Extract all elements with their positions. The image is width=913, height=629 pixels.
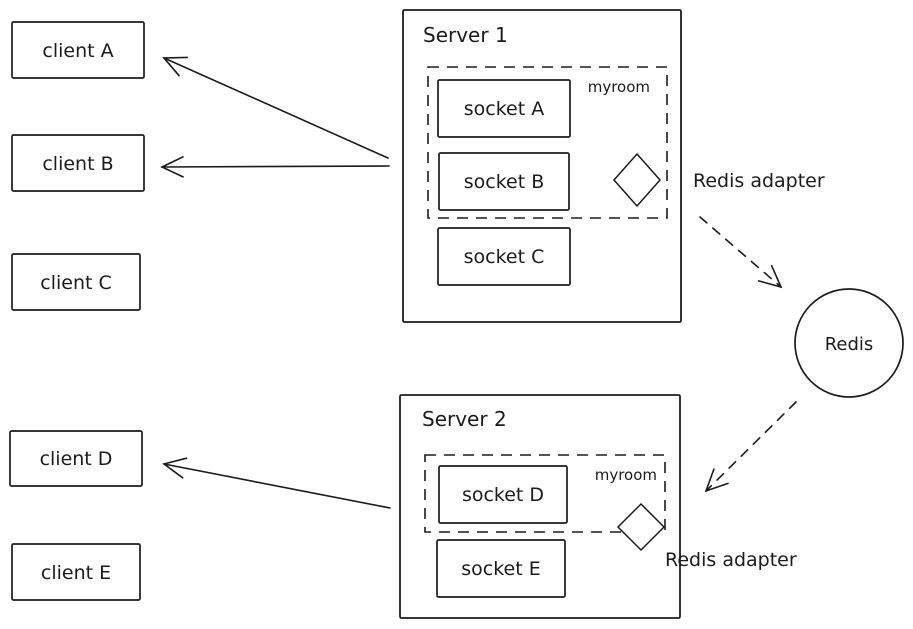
arrow-server2-to-client-d [162,457,391,509]
server-1: Server 1 myroom socket A socket B socket… [402,9,682,323]
client-b: client B [11,134,145,192]
client-b-label: client B [42,153,113,175]
redis-label: Redis [825,334,874,355]
dashed-arrow-server1-adapter-to-redis [699,216,783,289]
server-2: Server 2 myroom socket D socket E [399,394,681,619]
redis-circle [794,288,904,398]
server-2-adapter-diamond-icon [616,502,666,552]
client-d: client D [9,430,143,487]
server-2-title: Server 2 [422,407,507,431]
server-2-myroom-label: myroom [595,466,657,484]
client-a: client A [11,21,145,79]
socket-d-label: socket D [462,484,544,506]
server-1-adapter-diamond-icon [612,152,662,208]
redis: Redis [794,288,904,398]
socket-e-label: socket E [461,558,540,580]
socket-e-box [436,539,566,598]
dashed-arrow-redis-to-server2-adapter [704,401,797,493]
socket-a-box [437,79,571,138]
arrow-server1-to-client-b [160,156,390,178]
client-d-box [9,430,143,487]
client-c-box [11,253,141,311]
socket-c-box [437,227,571,286]
socket-d-box [438,465,568,524]
client-c: client C [11,253,141,311]
server-2-myroom-box [424,454,666,533]
server-1-myroom-box [427,66,668,219]
client-c-label: client C [40,272,112,294]
server-1-title: Server 1 [423,23,508,47]
client-a-box [11,21,145,79]
server-1-adapter-label: Redis adapter [693,170,825,192]
client-d-label: client D [40,448,113,470]
socket-a-label: socket A [464,98,544,120]
socket-b-box [438,152,570,211]
client-b-box [11,134,145,192]
client-e: client E [11,543,141,601]
server-2-adapter-label: Redis adapter [665,549,797,571]
client-e-label: client E [41,562,111,584]
server-1-myroom-label: myroom [588,78,650,96]
arrow-server1-to-client-a [162,56,389,159]
client-a-label: client A [42,40,113,62]
socket-c-label: socket C [464,246,545,268]
client-e-box [11,543,141,601]
socket-b-label: socket B [464,171,545,193]
